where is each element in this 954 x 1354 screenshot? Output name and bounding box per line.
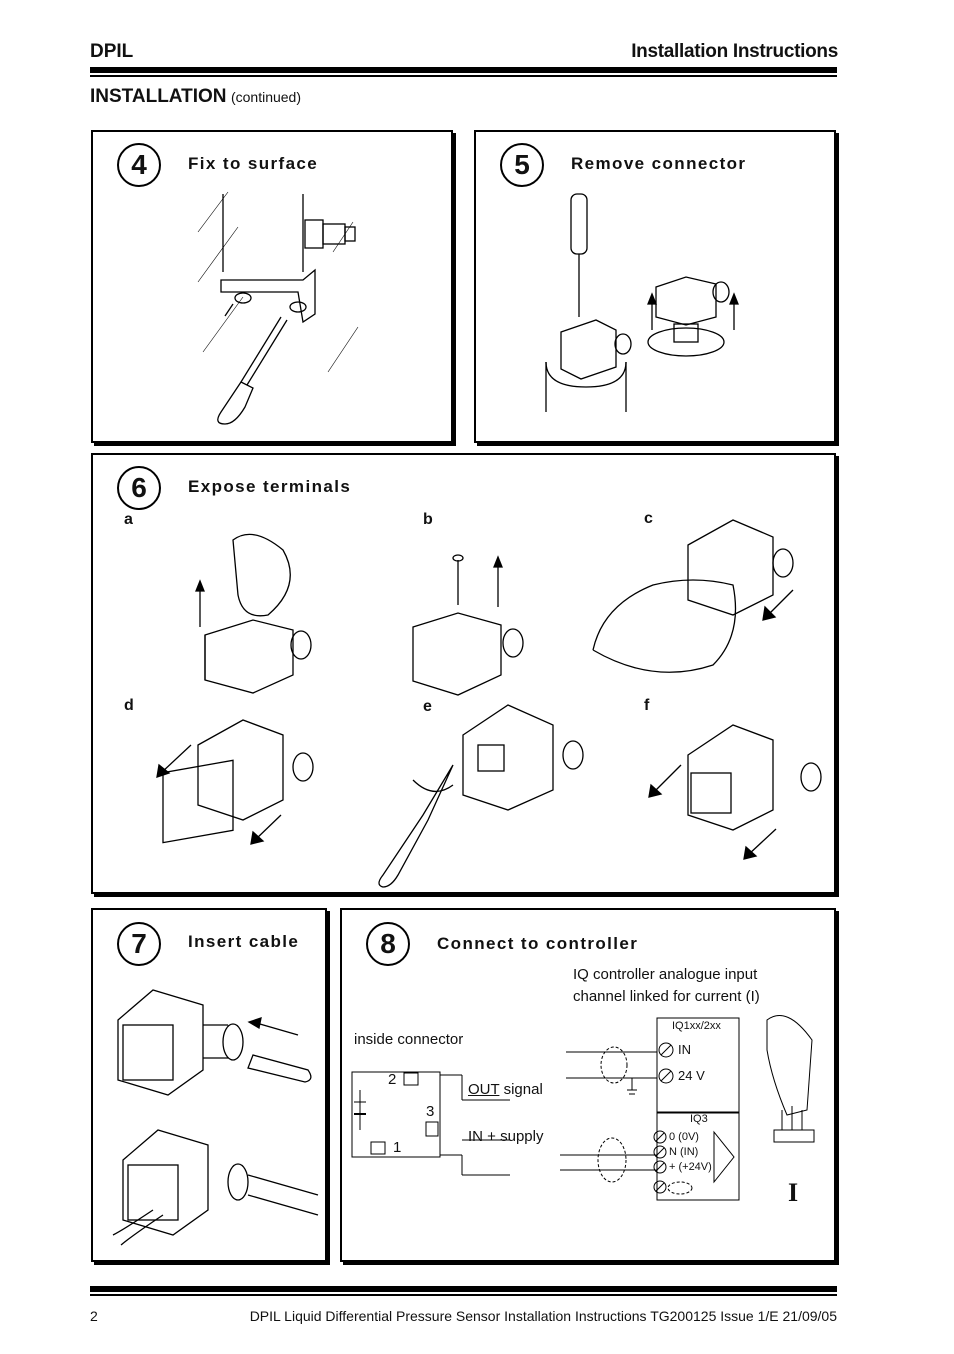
step-6-panel: 6 Expose terminals a b c d e f [91, 453, 836, 894]
page-number: 2 [90, 1308, 98, 1324]
step-7-title: Insert cable [188, 932, 300, 951]
header-rule-thin [90, 75, 837, 77]
step-7-panel: 7 Insert cable [91, 908, 327, 1262]
iq-note-line-2: channel linked for current (I) [573, 988, 760, 1005]
header-product: DPIL [90, 41, 134, 62]
out-label: OUT signal [468, 1081, 543, 1098]
pin-3-label: 3 [426, 1103, 435, 1120]
footer-doc-reference: DPIL Liquid Differential Pressure Sensor… [249, 1308, 837, 1324]
step-4-panel: 4 Fix to surface [91, 130, 453, 443]
iq1-24v-label: 24 V [678, 1068, 705, 1083]
expose-terminals-illustration [156, 519, 822, 888]
step-4-number: 4 [117, 143, 161, 187]
step-8-title: Connect to controller [437, 934, 639, 953]
step-4-title: Fix to surface [188, 154, 319, 173]
current-symbol: I [788, 1178, 799, 1207]
remove-connector-illustration [545, 193, 739, 412]
fix-to-surface-illustration [197, 191, 359, 425]
wiring-diagram [351, 1015, 815, 1201]
step-8-panel: 8 Connect to controller IQ controller an… [340, 908, 836, 1262]
step-6-sub-e: e [423, 698, 432, 715]
pin-1-label: 1 [393, 1139, 402, 1156]
step-5-panel: 5 Remove connector [474, 130, 836, 443]
iq3-terminal-in: N (IN) [669, 1146, 699, 1158]
out-text: OUT [468, 1081, 500, 1098]
iq3-terminal-24v: + (+24V) [669, 1161, 712, 1173]
section-subtitle: (continued) [230, 89, 301, 105]
step-6-sub-c: c [644, 510, 653, 527]
step-5-number: 5 [500, 143, 544, 187]
step-6-sub-f: f [644, 697, 650, 714]
insert-cable-illustration [112, 989, 319, 1246]
section-title: INSTALLATION [90, 86, 227, 107]
step-6-title: Expose terminals [188, 477, 352, 496]
in-text: IN + [468, 1128, 496, 1145]
footer-rule-thin [90, 1294, 837, 1296]
step-6-sub-d: d [124, 697, 134, 714]
header-rule [90, 67, 837, 73]
iq-note-line-1: IQ controller analogue input [573, 966, 758, 983]
pin-2-label: 2 [388, 1071, 397, 1088]
step-7-number: 7 [117, 922, 161, 966]
inside-connector-label: inside connector [354, 1031, 464, 1048]
iq3-title: IQ3 [690, 1113, 708, 1125]
iq1-title: IQ1xx/2xx [672, 1020, 721, 1032]
signal-text: signal [503, 1081, 543, 1098]
step-5-title: Remove connector [571, 154, 747, 173]
header-doc-type: Installation Instructions [631, 41, 838, 62]
supply-text: supply [500, 1128, 544, 1145]
iq1-in-label: IN [678, 1042, 691, 1057]
step-6-sub-b: b [423, 511, 433, 528]
iq3-terminal-0v: 0 (0V) [669, 1131, 699, 1143]
step-6-sub-a: a [124, 511, 133, 528]
in-label: IN + supply [468, 1128, 543, 1145]
step-8-number: 8 [366, 922, 410, 966]
footer-rule [90, 1286, 837, 1292]
section-heading: INSTALLATION (continued) [90, 86, 301, 108]
step-6-number: 6 [117, 466, 161, 510]
